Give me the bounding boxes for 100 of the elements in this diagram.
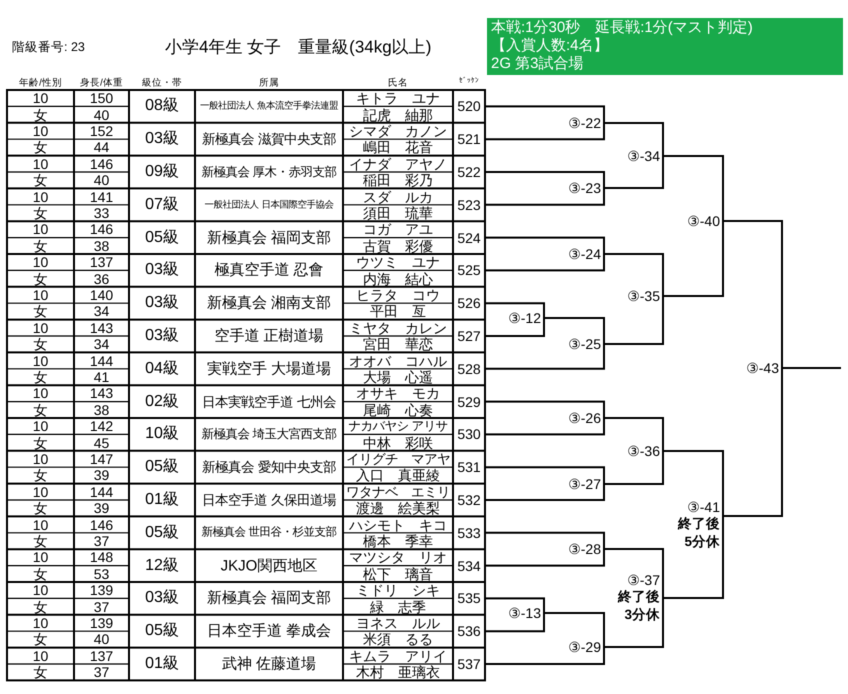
age-value: 10 (32, 222, 48, 236)
bracket-line (663, 516, 724, 599)
rank-value: 07級 (145, 196, 179, 213)
club-name: 武神 佐藤道場 (222, 656, 316, 672)
bracket-line (485, 613, 545, 632)
club-name: 新極真会 愛知中央支部 (202, 460, 336, 474)
height-value: 142 (90, 419, 114, 434)
name-kanji: 嶋田 花音 (363, 140, 433, 154)
age-value: 10 (32, 419, 48, 434)
bracket-line (485, 344, 605, 370)
bracket-line (485, 236, 605, 254)
name-kana: スダ ルカ (363, 190, 433, 204)
age-value: 10 (32, 124, 48, 138)
age-value: 10 (32, 156, 48, 171)
name-kanji: 橋本 季幸 (363, 534, 433, 548)
bracket-line (544, 317, 605, 344)
gender-value: 女 (34, 665, 48, 680)
club-name: 空手道 正樹道場 (214, 328, 324, 344)
name-kanji: 大場 心遥 (363, 370, 433, 384)
bracket-line (723, 220, 783, 368)
age-value: 10 (32, 452, 48, 466)
bracket-line (485, 123, 605, 140)
bib-number: 532 (453, 484, 485, 516)
weight-value: 37 (94, 665, 110, 680)
name-kana: イナダ アヤノ (349, 156, 447, 171)
gender-value: 女 (34, 632, 48, 646)
bracket-line (485, 466, 605, 484)
age-value: 10 (32, 648, 48, 663)
name-kana: ミヤタ カレン (349, 320, 447, 335)
gender-value: 女 (34, 304, 48, 318)
match-number: ③-13 (508, 606, 544, 620)
match-number: ③-36 (627, 444, 663, 458)
column-header: 年齢/性別 (19, 78, 62, 88)
height-value: 146 (90, 156, 114, 171)
match-number: ③-37 (627, 572, 660, 588)
club-name: 日本実戦空手道 七州会 (202, 394, 336, 408)
weight-value: 34 (94, 337, 110, 352)
name-kanji: 記虎 紬那 (363, 108, 433, 122)
height-value: 140 (90, 288, 114, 302)
club-name: 新極真会 福岡支部 (206, 230, 332, 246)
rank-value: 03級 (145, 131, 179, 148)
bracket-line (604, 156, 664, 189)
rank-value: 08級 (145, 98, 179, 114)
height-value: 139 (90, 583, 114, 598)
name-kanji: 木村 亜璃衣 (356, 665, 440, 680)
age-value: 10 (32, 386, 48, 400)
match-number: ③-12 (508, 311, 544, 325)
name-kanji: 渡邊 絵美梨 (356, 501, 440, 516)
name-kana: イリグチ マアヤ (346, 452, 450, 466)
rank-value: 05級 (145, 524, 179, 541)
column-header: 級位・帯 (142, 78, 182, 88)
age-value: 10 (32, 320, 48, 335)
height-value: 143 (90, 320, 114, 335)
name-kana: ヒラタ コウ (356, 288, 440, 302)
name-kana: キトラ ユナ (356, 91, 440, 106)
name-kanji: 入口 真亜綾 (356, 468, 440, 482)
weight-value: 37 (94, 600, 110, 614)
gender-value: 女 (34, 501, 48, 516)
gender-value: 女 (34, 436, 48, 450)
weight-value: 44 (94, 140, 110, 154)
name-kanji: 平田 亙 (370, 304, 426, 318)
gender-value: 女 (34, 566, 48, 581)
gender-value: 女 (34, 337, 48, 352)
bib-number: 522 (453, 156, 485, 188)
rank-value: 05級 (145, 230, 179, 246)
bracket-line (485, 400, 605, 418)
club-name: 新極真会 湘南支部 (206, 296, 332, 311)
weight-value: 40 (94, 173, 110, 188)
match-number: ③-26 (568, 411, 604, 425)
match-number: ③-28 (568, 542, 604, 556)
bracket-line (485, 105, 605, 123)
name-kanji: 古賀 彩優 (363, 238, 433, 253)
name-kana: ワタナベ エミリ (346, 485, 450, 498)
height-value: 147 (90, 452, 114, 466)
bib-number: 528 (453, 352, 485, 386)
weight-value: 39 (94, 501, 110, 516)
name-kana: ナカバヤシ アリサ (348, 420, 448, 432)
weight-value: 37 (94, 534, 110, 548)
height-value: 148 (90, 550, 114, 564)
gender-value: 女 (34, 402, 48, 417)
bracket-line (663, 450, 724, 516)
rank-value: 05級 (145, 459, 179, 476)
match-number: ③-25 (568, 337, 604, 351)
name-kanji: 松下 璃音 (363, 566, 433, 581)
match-number: ③-23 (568, 181, 604, 195)
class-number: 階級番号: 23 (12, 40, 85, 54)
height-value: 146 (90, 222, 114, 236)
bracket-line (782, 367, 841, 369)
height-value: 141 (90, 190, 114, 204)
name-kana: オオバ コハル (349, 354, 447, 368)
club-name: 新極真会 埼玉大宮西支部 (201, 428, 337, 441)
rank-value: 01級 (145, 492, 179, 508)
age-value: 10 (32, 288, 48, 302)
club-name: 一般社団法人 魚本流空手拳法連盟 (200, 102, 338, 112)
age-value: 10 (32, 190, 48, 204)
weight-value: 53 (94, 566, 110, 581)
gender-value: 女 (34, 140, 48, 154)
height-value: 152 (90, 124, 114, 138)
bracket-line (485, 171, 605, 188)
weight-value: 40 (94, 108, 110, 122)
